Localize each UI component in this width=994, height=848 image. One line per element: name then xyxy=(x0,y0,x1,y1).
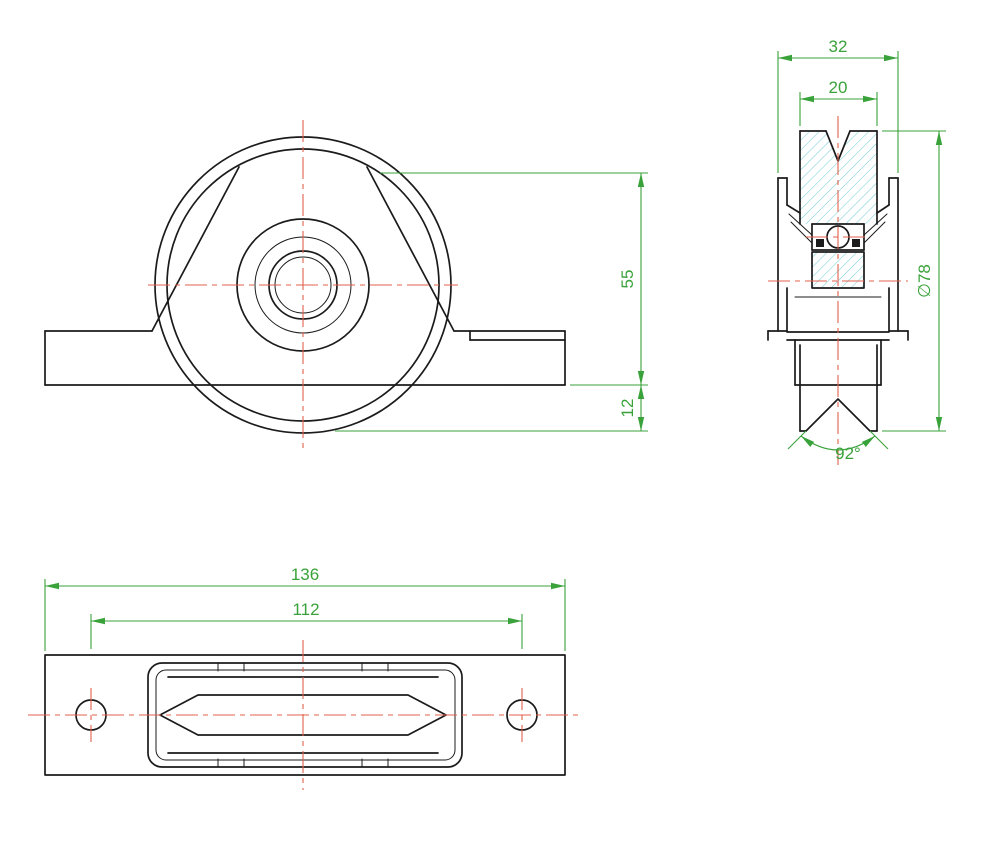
plan-view: 136 112 xyxy=(28,565,582,790)
dim-label-112: 112 xyxy=(292,600,319,619)
bearing-seal-right xyxy=(852,239,860,247)
dim-label-32: 32 xyxy=(829,37,848,56)
front-dimensions: 55 12 xyxy=(335,172,648,432)
dim-label-20: 20 xyxy=(829,78,848,97)
dim-label-12: 12 xyxy=(618,399,637,418)
front-view: 55 12 xyxy=(44,120,648,450)
rim-section-hatch-right xyxy=(838,131,877,224)
bearing-seal-left xyxy=(816,239,824,247)
dim-label-136: 136 xyxy=(291,565,319,584)
dim-label-d78: ∅78 xyxy=(915,264,934,298)
side-dimensions: 32 20 ∅78 92° xyxy=(777,37,946,463)
support-bracket-section xyxy=(767,177,909,341)
plan-dimensions: 136 112 xyxy=(44,565,566,651)
wheel-rim-section xyxy=(799,130,878,432)
mounting-bracket xyxy=(44,166,566,386)
bracket-tabs xyxy=(217,662,389,768)
dim-label-55: 55 xyxy=(618,270,637,289)
hub-section-outline xyxy=(811,251,865,289)
dim-label-92deg: 92° xyxy=(835,444,861,463)
side-section-view: 32 20 ∅78 92° xyxy=(767,37,946,465)
rim-section-hatch-left xyxy=(800,131,838,224)
